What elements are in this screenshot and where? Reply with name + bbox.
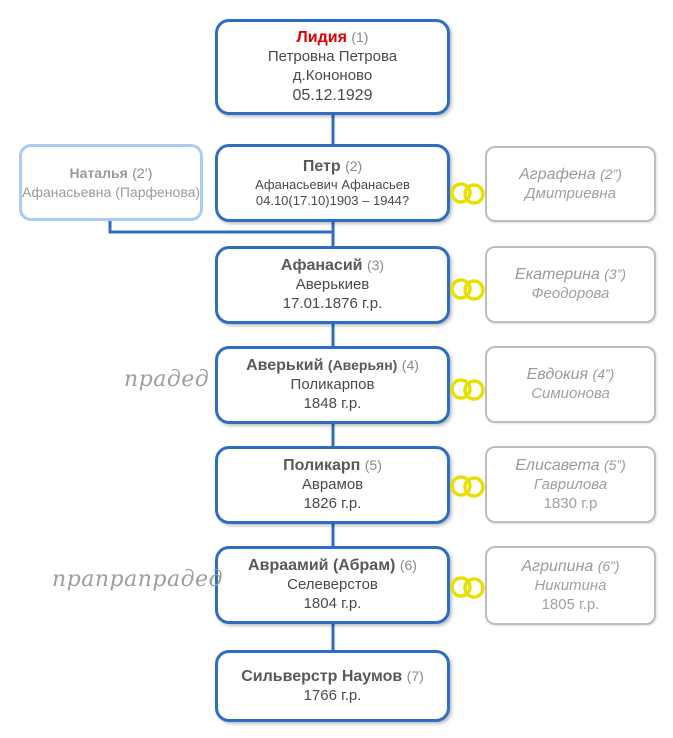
person-box-4[interactable]: Аверький (Аверьян) (4) Поликарпов 1848 г… bbox=[215, 346, 450, 424]
second-wife-connector bbox=[108, 220, 333, 234]
person-patronymic: Афанасьевич Афанасьев bbox=[255, 176, 410, 192]
person-alt-name: (Аверьян) bbox=[327, 357, 398, 374]
person-number: (7) bbox=[406, 667, 424, 684]
spouse-box-2[interactable]: Аграфена (2”) Дмитриевна bbox=[485, 146, 656, 222]
person-box-2[interactable]: Петр (2) Афанасьевич Афанасьев 04.10(17.… bbox=[215, 144, 450, 222]
person-birthdate: 17.01.1876 г.р. bbox=[282, 295, 383, 312]
spouse-box-6[interactable]: Агрипина (6”) Никитина 1805 г.р. bbox=[485, 546, 656, 625]
spouse-patronymic: Никитина bbox=[534, 576, 607, 594]
person-name: Афанасий bbox=[280, 257, 363, 275]
spouse-box-4[interactable]: Евдокия (4”) Симионова bbox=[485, 346, 656, 423]
person-birthdate: 05.12.1929 bbox=[292, 86, 373, 104]
wedding-rings-icon bbox=[450, 278, 485, 301]
spouse-box-5[interactable]: Елисавета (5”) Гаврилова 1830 г.р bbox=[485, 446, 656, 523]
spouse-name: Аграфена bbox=[519, 165, 596, 183]
person-box-5[interactable]: Поликарп (5) Аврамов 1826 г.р. bbox=[215, 446, 450, 524]
person-birthplace: д.Кононово bbox=[292, 67, 373, 84]
person-patronymic: Поликарпов bbox=[290, 376, 375, 394]
person-patronymic: Селеверстов bbox=[287, 576, 378, 594]
spouse-number: (5”) bbox=[603, 456, 626, 473]
person-birthdate: 1826 г.р. bbox=[303, 495, 362, 512]
person-name: Авраамий (Абрам) bbox=[248, 557, 396, 575]
person-box-7[interactable]: Сильверстр Наумов (7) 1766 г.р. bbox=[215, 650, 450, 722]
spouse-patronymic: Симионова bbox=[531, 385, 610, 403]
person-number: (4) bbox=[401, 357, 419, 374]
person-birthdate: 1804 г.р. bbox=[303, 595, 362, 612]
person-name: Сильверстр Наумов bbox=[241, 667, 403, 685]
spouse-name: Агрипина bbox=[521, 557, 594, 575]
spouse-patronymic: Дмитриевна bbox=[525, 184, 616, 202]
spouse-birthdate: 1830 г.р bbox=[543, 494, 598, 512]
spouse-number: (2”) bbox=[600, 165, 622, 182]
person-number: (3) bbox=[366, 257, 385, 274]
person-patronymic: Аверькиев bbox=[295, 276, 370, 294]
person-name: Петр bbox=[302, 157, 341, 175]
wedding-rings-icon bbox=[450, 182, 485, 205]
spouse-birthdate: 1805 г.р. bbox=[541, 595, 600, 613]
generation-label-great-grandfather: прадед bbox=[124, 367, 210, 392]
spouse-name: Евдокия bbox=[526, 366, 589, 384]
second-wife-box[interactable]: Наталья (2’) Афанасьевна (Парфенова) bbox=[19, 144, 203, 221]
person-name: Поликарп bbox=[283, 457, 361, 475]
person-birthdate: 1848 г.р. bbox=[303, 395, 362, 412]
person-patronymic: Аврамов bbox=[301, 476, 364, 494]
second-wife-patronymic: Афанасьевна (Парфенова) bbox=[21, 183, 201, 200]
spouse-patronymic: Гаврилова bbox=[533, 475, 608, 493]
person-number: (5) bbox=[364, 457, 382, 474]
person-box-6[interactable]: Авраамий (Абрам) (6) Селеверстов 1804 г.… bbox=[215, 546, 450, 624]
person-box-3[interactable]: Афанасий (3) Аверькиев 17.01.1876 г.р. bbox=[215, 246, 450, 324]
person-dates: 04.10(17.10)1903 – 1944? bbox=[255, 193, 410, 208]
spouse-name: Елисавета bbox=[515, 456, 600, 474]
spouse-number: (6”) bbox=[597, 557, 620, 574]
second-wife-name: Наталья bbox=[69, 164, 128, 181]
person-name: Аверький bbox=[246, 357, 324, 375]
second-wife-number: (2’) bbox=[132, 164, 153, 181]
spouse-number: (4”) bbox=[592, 366, 615, 383]
wedding-rings-icon bbox=[450, 576, 485, 599]
wedding-rings-icon bbox=[450, 378, 485, 401]
spouse-name: Екатерина bbox=[514, 266, 600, 284]
person-name: Лидия bbox=[296, 29, 347, 47]
wedding-rings-icon bbox=[450, 475, 485, 498]
person-birthdate: 1766 г.р. bbox=[303, 686, 362, 704]
spouse-patronymic: Феодорова bbox=[531, 285, 610, 303]
generation-label-great3-grandfather: прапрапрадед bbox=[52, 567, 224, 592]
person-number: (2) bbox=[345, 157, 363, 174]
person-patronymic: Петровна Петрова bbox=[267, 48, 398, 66]
person-number: (6) bbox=[399, 557, 417, 574]
spouse-number: (3”) bbox=[604, 266, 627, 283]
person-box-1[interactable]: Лидия (1) Петровна Петрова д.Кононово 05… bbox=[215, 19, 450, 115]
person-number: (1) bbox=[351, 29, 369, 46]
spouse-box-3[interactable]: Екатерина (3”) Феодорова bbox=[485, 246, 656, 323]
